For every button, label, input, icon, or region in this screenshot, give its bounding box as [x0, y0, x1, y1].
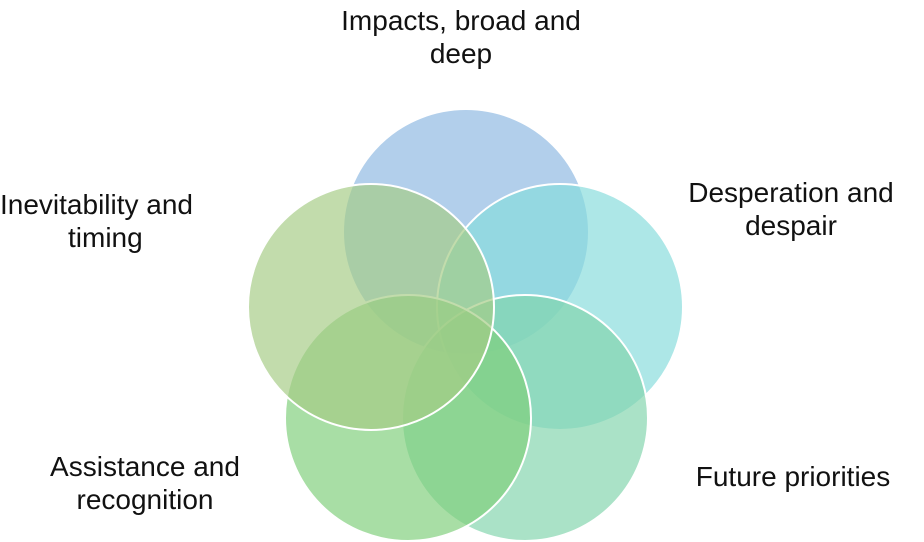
label-inevitability-line-1: Inevitability and [0, 189, 194, 220]
label-desperation: Desperation and despair [662, 176, 920, 242]
label-impacts: Impacts, broad and deep [300, 4, 622, 70]
label-future-line-1: Future priorities [695, 461, 891, 492]
label-future: Future priorities [668, 460, 918, 493]
label-assistance-line-2: recognition [76, 484, 214, 515]
label-impacts-line-1: Impacts, broad and [341, 5, 581, 36]
label-inevitability-line-2: timing [68, 222, 143, 253]
label-impacts-line-2: deep [429, 38, 493, 69]
label-assistance: Assistance and recognition [20, 450, 270, 516]
label-inevitability: Inevitability and timing [0, 188, 232, 254]
label-desperation-line-1: Desperation and [688, 177, 894, 208]
circle-inevitability [247, 183, 495, 431]
label-assistance-line-1: Assistance and [50, 451, 240, 482]
label-desperation-line-2: despair [745, 210, 837, 241]
